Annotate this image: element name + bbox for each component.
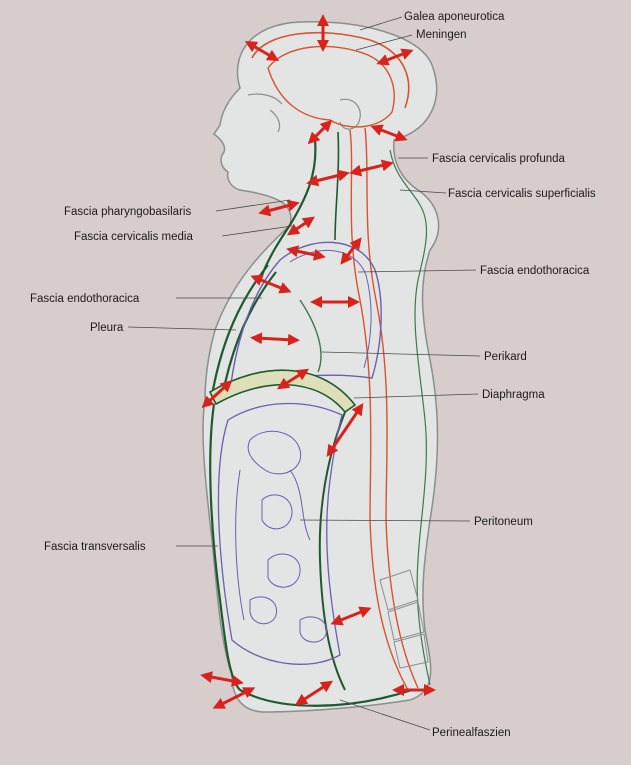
label-galea-aponeurotica: Galea aponeurotica [404,11,505,23]
label-fascia-cervicalis-media: Fascia cervicalis media [74,231,193,243]
arrow-icon [256,338,294,340]
body-outline [203,22,439,712]
label-pleura: Pleura [90,322,124,334]
label-fascia-cervicalis-superficialis: Fascia cervicalis superficialis [448,188,596,200]
label-perinealfaszien: Perinealfaszien [432,727,511,739]
label-diaphragma: Diaphragma [482,389,545,401]
label-fascia-endothoracica-left: Fascia endothoracica [30,293,140,305]
label-peritoneum: Peritoneum [474,516,533,528]
label-fascia-pharyngobasilaris: Fascia pharyngobasilaris [64,206,191,218]
label-meningen: Meningen [416,29,467,41]
label-fascia-cervicalis-profunda: Fascia cervicalis profunda [432,153,566,165]
label-fascia-transversalis: Fascia transversalis [44,541,146,553]
label-fascia-endothoracica-right: Fascia endothoracica [480,265,590,277]
label-perikard: Perikard [484,351,527,363]
